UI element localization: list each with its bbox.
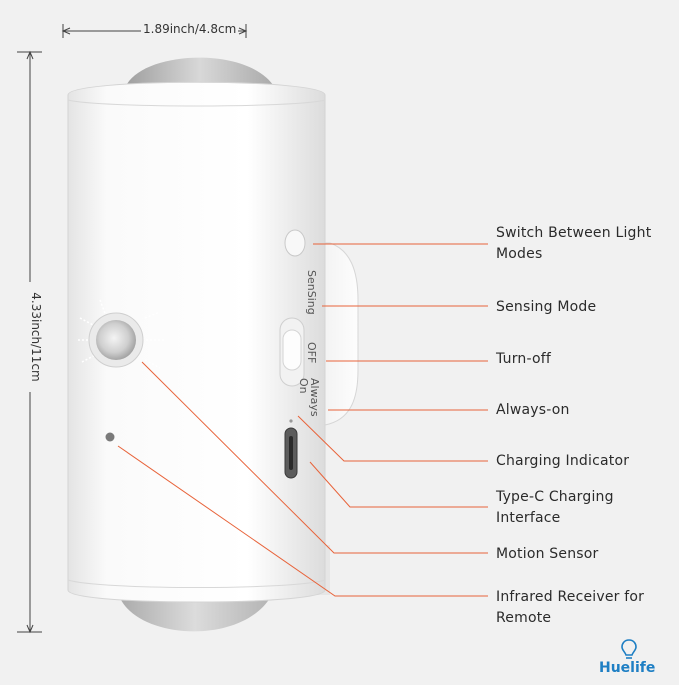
width-label: 1.89inch/4.8cm [141, 22, 239, 36]
switch-label-always-on: Always On [297, 378, 321, 417]
lightbulb-icon [621, 639, 637, 659]
brand-logo: Huelife [599, 660, 655, 676]
callout-lines [117, 243, 488, 597]
mode-button[interactable] [284, 229, 306, 257]
callout-motion-sensor: Motion Sensor [496, 546, 599, 562]
top-rim [67, 99, 326, 107]
motion-sensor [78, 299, 166, 369]
switch-label-sensing: SenSing [305, 270, 318, 315]
charging-indicator-led [289, 419, 293, 423]
switch-label-off: OFF [305, 342, 318, 364]
top-lamp-dome [125, 57, 275, 88]
brand-name: Huelife [599, 660, 656, 676]
slide-switch-knob [282, 329, 302, 371]
callout-sensing-mode: Sensing Mode [496, 299, 597, 315]
callout-turn-off: Turn-off [496, 351, 552, 367]
bottom-lamp-dome [120, 598, 270, 632]
callout-type-c: Type-C Charging Interface [496, 489, 614, 526]
infrared-receiver [105, 432, 115, 442]
bottom-rim [67, 579, 326, 588]
callout-always-on: Always-on [496, 402, 570, 418]
callout-infrared-receiver: Infrared Receiver for Remote [496, 589, 645, 626]
height-label: 4.33inch/11cm [29, 282, 43, 392]
type-c-port-inner [289, 436, 293, 470]
callout-charging-indicator: Charging Indicator [496, 453, 630, 469]
callout-switch-modes: Switch Between Light Modes [496, 225, 652, 262]
lamp-body [67, 81, 326, 603]
